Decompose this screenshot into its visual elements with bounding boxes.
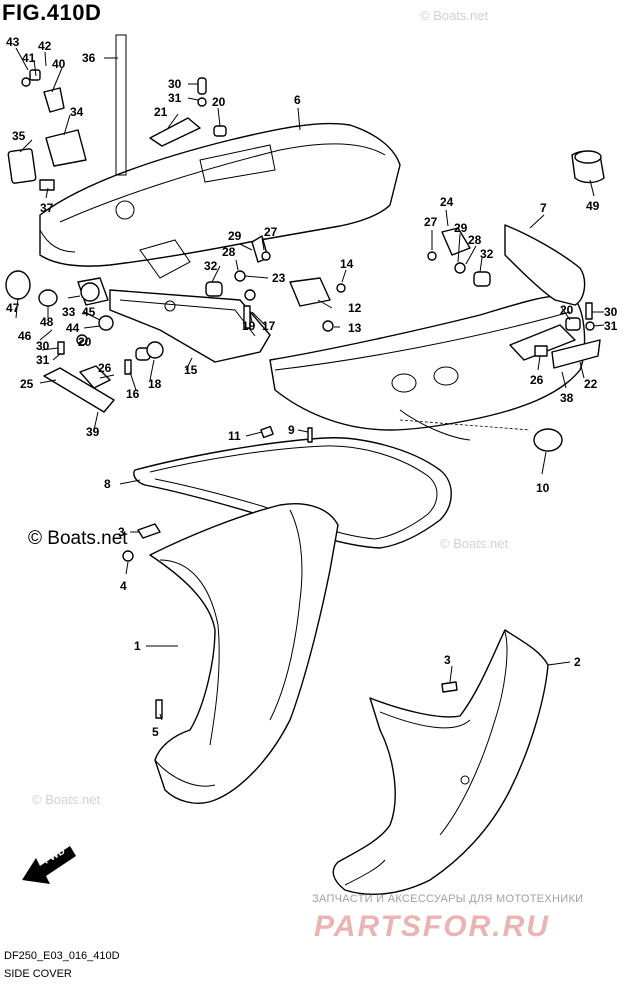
callout-26: 26	[98, 361, 112, 375]
callout-12: 12	[348, 301, 362, 315]
callout-32: 32	[204, 259, 218, 273]
fwd-arrow-icon: FWD	[22, 846, 76, 884]
upper-cover-part-6	[39, 122, 401, 267]
callout-37: 37	[40, 201, 54, 215]
callout-31: 31	[168, 91, 182, 105]
callout-36: 36	[82, 51, 96, 65]
callout-2: 2	[574, 655, 581, 669]
callout-43: 43	[6, 35, 20, 49]
seal-part-8	[133, 437, 452, 549]
callout-34: 34	[70, 105, 84, 119]
callout-33: 33	[62, 305, 76, 319]
diagram-code: DF250_E03_016_410D	[4, 950, 120, 962]
callout-numbers: 43 42 41 40 36 34 35 37 30 31 21 20 6 49…	[6, 35, 618, 739]
callout-30c: 30	[604, 305, 618, 319]
callout-8: 8	[104, 477, 111, 491]
watermark-middle: © Boats.net	[440, 536, 509, 551]
callout-28b: 28	[468, 233, 482, 247]
callout-29: 29	[228, 229, 242, 243]
callout-27: 27	[264, 225, 278, 239]
callout-30: 30	[168, 77, 182, 91]
side-cover-part-2	[332, 629, 549, 895]
watermark-top: © Boats.net	[420, 8, 489, 23]
callout-15: 15	[184, 363, 198, 377]
callout-22: 22	[584, 377, 598, 391]
callout-16: 16	[126, 387, 140, 401]
callout-28: 28	[222, 245, 236, 259]
callout-10: 10	[536, 481, 550, 495]
callout-49: 49	[586, 199, 600, 213]
hardware-parts	[5, 34, 605, 719]
callout-23: 23	[272, 271, 286, 285]
callout-20: 20	[212, 95, 226, 109]
callout-19: 19	[242, 319, 256, 333]
callout-46: 46	[18, 329, 32, 343]
callout-38: 38	[560, 391, 574, 405]
callout-29b: 29	[454, 221, 468, 235]
callout-47: 47	[6, 301, 20, 315]
callout-6: 6	[294, 93, 301, 107]
callout-13: 13	[348, 321, 362, 335]
callout-30b: 30	[36, 339, 50, 353]
callout-1: 1	[134, 639, 141, 653]
callout-25: 25	[20, 377, 34, 391]
figure-title: FIG.410D	[2, 0, 102, 25]
callout-24: 24	[440, 195, 454, 209]
callout-42: 42	[38, 39, 52, 53]
diagram-caption: SIDE COVER	[4, 968, 72, 980]
watermark-bottom: © Boats.net	[32, 792, 101, 807]
callout-18: 18	[148, 377, 162, 391]
callout-45: 45	[82, 305, 96, 319]
callout-48: 48	[40, 315, 54, 329]
callout-41: 41	[22, 51, 36, 65]
callout-31c: 31	[604, 319, 618, 333]
callout-9: 9	[288, 423, 295, 437]
callout-7: 7	[540, 201, 547, 215]
brand-logo-text: PARTSFOR.RU	[314, 910, 550, 943]
callout-39: 39	[86, 425, 100, 439]
upper-cover-part-7	[269, 224, 586, 441]
callout-31b: 31	[36, 353, 50, 367]
leader-lines	[15, 47, 605, 721]
side-cover-part-1	[149, 503, 339, 804]
callout-40: 40	[52, 57, 66, 71]
watermark-large: © Boats.net	[28, 528, 128, 549]
callout-14: 14	[340, 257, 354, 271]
callout-3b: 3	[444, 653, 451, 667]
callout-44: 44	[66, 321, 80, 335]
callout-35: 35	[12, 129, 26, 143]
callout-32b: 32	[480, 247, 494, 261]
ru-banner-text: ЗАПЧАСТИ И АКСЕССУАРЫ ДЛЯ МОТОТЕХНИКИ	[312, 893, 584, 905]
callout-4: 4	[120, 579, 127, 593]
callout-11: 11	[228, 429, 241, 443]
callout-3: 3	[118, 525, 125, 539]
callout-20b: 20	[78, 335, 92, 349]
callout-5: 5	[152, 725, 159, 739]
callout-26c: 26	[530, 373, 544, 387]
callout-17: 17	[262, 319, 276, 333]
callout-20c: 20	[560, 303, 574, 317]
callout-21: 21	[154, 105, 168, 119]
callout-27b: 27	[424, 215, 438, 229]
